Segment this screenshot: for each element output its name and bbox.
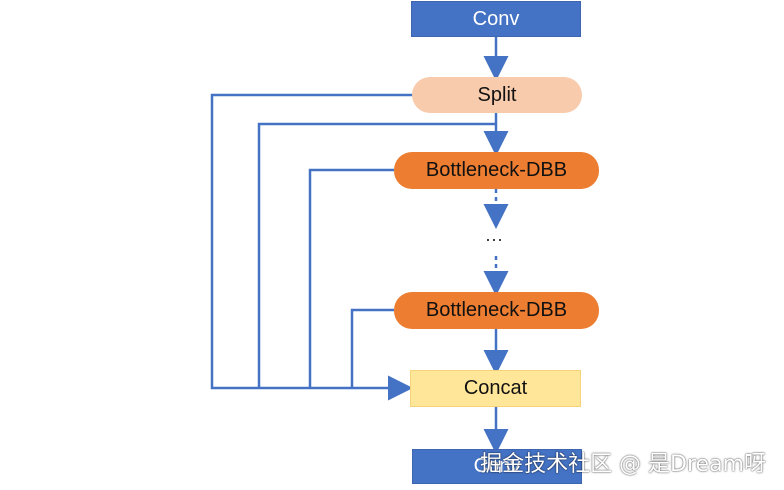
skip-from-split-branch <box>257 122 496 388</box>
conv-bottom-box: Conv <box>412 449 582 484</box>
skip-from-bottleneck-1 <box>308 168 394 388</box>
conv-top-label: Conv <box>472 7 520 30</box>
concat-label: Concat <box>463 377 528 399</box>
bottleneck-dbb-label-1: Bottleneck-DBB <box>425 159 568 181</box>
ellipsis: ··· <box>485 229 503 249</box>
bottleneck-dbb-label-2: Bottleneck-DBB <box>425 299 568 321</box>
split-box: Split <box>412 77 582 113</box>
conv-bottom-label: Conv <box>473 455 521 477</box>
conv-top-box: Conv <box>411 1 581 37</box>
bottleneck-dbb-box-1: Bottleneck-DBB <box>394 152 599 189</box>
skip-from-split <box>210 93 414 401</box>
split-label: Split <box>477 83 517 106</box>
watermark-text: 掘金技术社区 @ 是Dream呀 <box>480 452 766 477</box>
bottleneck-dbb-box-2: Bottleneck-DBB <box>394 292 599 329</box>
skip-from-bottleneck-2 <box>350 308 394 388</box>
concat-box: Concat <box>410 370 581 407</box>
